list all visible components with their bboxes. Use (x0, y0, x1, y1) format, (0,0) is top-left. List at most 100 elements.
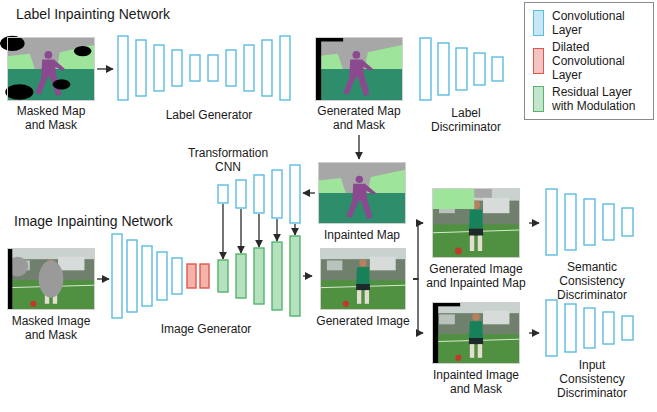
caption: Generated Image and Inpainted Map (424, 262, 528, 290)
image-frame (316, 38, 403, 101)
connector (359, 135, 360, 159)
image-illustration (7, 248, 95, 310)
legend-entry: Residual Layer with Modulation (533, 85, 653, 113)
caption: Semantic Consistency Discriminator (550, 260, 634, 302)
connector (529, 333, 539, 334)
dilated-conv-layer (187, 264, 196, 288)
photo-player-head (472, 313, 479, 320)
legend-swatch (533, 48, 544, 74)
photo-building (370, 257, 396, 271)
residual-layer (290, 236, 300, 316)
layer-stack (540, 186, 644, 258)
photo-player-leg (470, 344, 474, 358)
convolutional-layer (622, 208, 633, 236)
photo-field (432, 334, 520, 364)
map-person-head (45, 51, 53, 59)
caption: Inpainted Image and Mask (426, 368, 526, 396)
map-person-leg (35, 75, 48, 94)
photo-player-shirt (469, 321, 483, 338)
photo-player-shorts (469, 229, 483, 236)
legend-swatch (533, 10, 544, 36)
map-person-head (353, 51, 361, 59)
network-node: Image Generator (110, 232, 302, 338)
image-illustration (432, 302, 520, 364)
convolutional-layer (244, 45, 254, 91)
photo-player-shirt (469, 210, 483, 229)
photo-ball (343, 301, 349, 307)
mask-region (39, 260, 64, 297)
connector-line (294, 224, 295, 235)
connector (529, 223, 539, 224)
convolutional-layer (456, 48, 467, 90)
caption: Generated Image (313, 314, 413, 328)
connector (97, 279, 109, 280)
mask-region (5, 84, 33, 99)
photo-building (483, 311, 509, 325)
photo-player-leg (365, 290, 369, 304)
residual-layer (272, 242, 282, 310)
convolutional-layer (154, 45, 164, 91)
photo-player-leg (478, 236, 482, 251)
photo-player-leg (357, 290, 361, 304)
convolutional-layer (492, 57, 503, 81)
convolutional-layer (603, 312, 614, 344)
convolutional-layer (584, 308, 595, 348)
convolutional-layer (172, 258, 182, 294)
map-background (315, 37, 403, 101)
photo-building (327, 260, 342, 270)
connector (303, 276, 312, 277)
photo-ball (30, 301, 36, 307)
connector (303, 193, 315, 194)
convolutional-layer (118, 36, 128, 100)
convolutional-layer (474, 53, 485, 85)
photo-building (58, 257, 84, 271)
image-illustration (7, 37, 95, 101)
legend-swatch-fill (534, 49, 543, 73)
connector-line (240, 209, 241, 253)
connector-line (413, 223, 423, 279)
photo-player-leg (470, 236, 474, 251)
legend-entry: Convolutional Layer (533, 9, 653, 37)
map-overlay-region (432, 188, 474, 209)
image-frame (8, 249, 95, 310)
image-illustration (315, 37, 403, 101)
image-node: Generated Map and Mask (312, 36, 406, 134)
map-person-arm (53, 60, 65, 71)
network-node: Transformation CNN (178, 146, 302, 226)
layer-stack (110, 232, 302, 320)
caption: Inpainted Map (316, 228, 408, 242)
photo-player-shorts (469, 338, 483, 344)
connector-line (529, 222, 539, 223)
image-node: Masked Image and Mask (6, 246, 96, 344)
connector (97, 69, 113, 70)
convolutional-layer (565, 194, 576, 250)
image-frame (319, 163, 406, 224)
legend-entry: Dilated Convolutional Layer (533, 40, 653, 82)
convolutional-layer (208, 55, 218, 81)
image-node: Inpainted Map (316, 160, 408, 244)
connector (413, 279, 423, 333)
map-person-leg (343, 75, 356, 94)
connector-line (303, 192, 315, 193)
convolutional-layer (127, 240, 137, 312)
convolutional-layer (190, 55, 200, 81)
network-node: Label Discriminator (414, 36, 518, 136)
residual-layer (254, 248, 264, 304)
caption: Input Consistency Discriminator (550, 358, 634, 400)
convolutional-layer (136, 40, 146, 96)
map-person-arm (361, 60, 373, 71)
network-node: Semantic Consistency Discriminator (540, 186, 644, 304)
caption: Image Generator (131, 322, 281, 336)
photo-background (432, 302, 520, 364)
legend-swatch-fill (534, 11, 543, 35)
convolutional-layer (280, 36, 290, 100)
legend-text: Residual Layer with Modulation (552, 85, 652, 113)
convolutional-layer (112, 234, 122, 318)
layer-stack (414, 36, 518, 102)
connector (413, 223, 423, 279)
convolutional-layer (584, 199, 595, 245)
photo-player-head (359, 259, 366, 266)
network-node: Label Generator (114, 30, 304, 124)
image-node: Generated Image (313, 246, 413, 330)
residual-layer (236, 254, 246, 298)
